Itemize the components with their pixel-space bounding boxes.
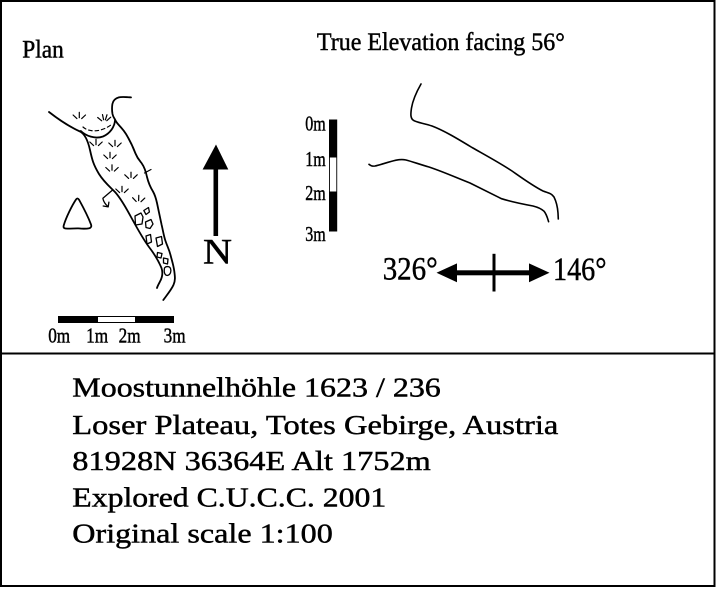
svg-text:3m: 3m [164, 323, 186, 347]
svg-text:Loser Plateau, Totes Gebirge,: Loser Plateau, Totes Gebirge, Austria [72, 409, 558, 440]
svg-text:81928N 36364E Alt 1752m: 81928N 36364E Alt 1752m [72, 445, 431, 476]
svg-text:326°: 326° [383, 252, 438, 288]
svg-text:2m: 2m [305, 181, 326, 205]
svg-text:N: N [203, 232, 232, 272]
svg-text:Moostunnelhöhle 1623 / 236: Moostunnelhöhle 1623 / 236 [72, 371, 441, 402]
svg-text:True Elevation facing 56°: True Elevation facing 56° [317, 29, 565, 56]
svg-text:146°: 146° [553, 252, 607, 288]
svg-text:Explored C.U.C.C. 2001: Explored C.U.C.C. 2001 [72, 481, 386, 512]
svg-text:Plan: Plan [22, 37, 64, 64]
svg-text:1m: 1m [86, 323, 108, 347]
svg-text:0m: 0m [305, 112, 326, 136]
svg-text:Original scale 1:100: Original scale 1:100 [72, 518, 333, 549]
svg-text:2m: 2m [119, 323, 141, 347]
svg-text:1m: 1m [305, 147, 326, 171]
svg-text:0m: 0m [48, 323, 70, 347]
svg-text:3m: 3m [305, 222, 326, 246]
